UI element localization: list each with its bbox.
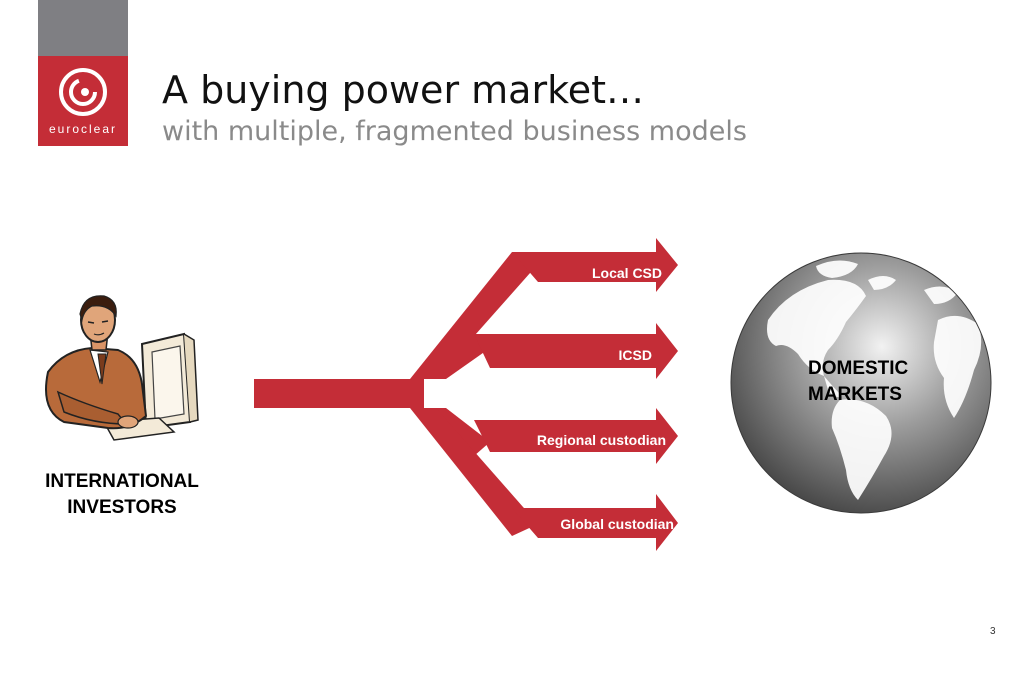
investors-label-line1: INTERNATIONAL bbox=[45, 471, 199, 492]
investors-label-line2: INVESTORS bbox=[67, 497, 177, 518]
globe-icon bbox=[730, 252, 992, 514]
slide-subtitle: with multiple, fragmented business model… bbox=[162, 116, 747, 147]
branch-global bbox=[410, 408, 538, 536]
arrow-global-custodian bbox=[512, 494, 678, 551]
markets-label: DOMESTIC MARKETS bbox=[808, 356, 908, 408]
arrow-regional-custodian bbox=[474, 408, 678, 464]
logo-wordmark: euroclear bbox=[48, 122, 118, 136]
markets-label-line1: DOMESTIC bbox=[808, 358, 909, 379]
slide-title: A buying power market… bbox=[162, 68, 644, 112]
arrow-local-csd bbox=[512, 238, 678, 292]
euroclear-logo: euroclear bbox=[38, 56, 128, 146]
channel-label-regional-custodian: Regional custodian bbox=[537, 432, 666, 448]
channel-label-icsd: ICSD bbox=[619, 347, 652, 363]
euroclear-spiral-icon bbox=[59, 68, 107, 116]
channel-label-local-csd: Local CSD bbox=[592, 265, 662, 281]
businessman-at-computer-icon bbox=[45, 295, 199, 441]
branch-icsd bbox=[414, 334, 490, 379]
arrow-icsd bbox=[474, 323, 678, 379]
investors-label: INTERNATIONAL INVESTORS bbox=[22, 469, 222, 521]
logo-top-bar bbox=[38, 0, 128, 56]
markets-label-line2: MARKETS bbox=[808, 384, 902, 405]
channel-label-global-custodian: Global custodian bbox=[560, 516, 674, 532]
page-number: 3 bbox=[990, 626, 996, 637]
branch-local-csd bbox=[410, 252, 538, 379]
trunk-bar bbox=[254, 379, 424, 408]
